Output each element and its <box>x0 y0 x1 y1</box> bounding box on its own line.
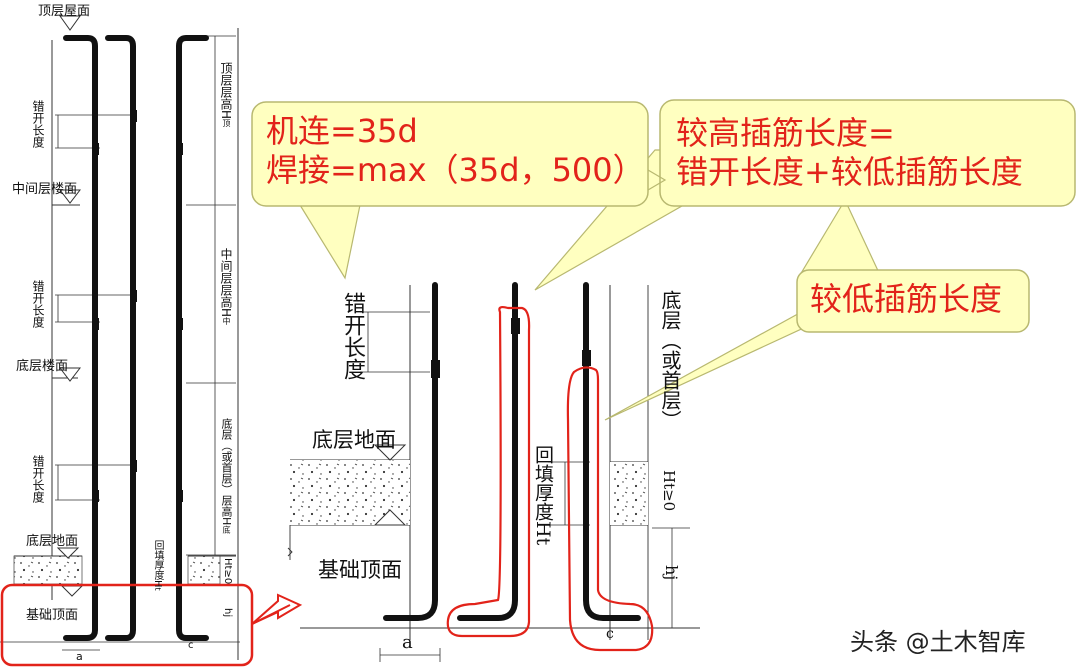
label-stagger-1: 错开长度 <box>31 100 45 148</box>
callout-left-line2: 焊接=max（35d，500） <box>266 151 645 190</box>
rebar-left-2 <box>105 35 136 641</box>
label-top-story-height-text: 顶层层高H <box>219 62 233 120</box>
label-a-right: a <box>402 632 413 653</box>
callout-left-pointer <box>298 204 361 280</box>
label-stagger-right: 错开长度 <box>340 292 365 380</box>
left-rebars <box>63 35 209 641</box>
callout-left-text: 机连=35d 焊接=max（35d，500） <box>266 112 645 190</box>
label-ground-right: 底层地面 <box>312 428 396 452</box>
callout-right-line1: 较高插筋长度= <box>676 114 895 152</box>
red-outline-lower-rebar <box>566 366 654 652</box>
label-bottom-story-right: 底层（或首层） <box>658 290 682 430</box>
callout-right-line2: 错开长度+较低插筋长度 <box>676 153 1023 192</box>
label-foundation-top-right: 基础顶面 <box>318 558 402 582</box>
highlight-frame <box>0 583 254 667</box>
label-hj: hj <box>222 608 233 618</box>
label-a: a <box>76 650 83 663</box>
callout-small-line1: 较低插筋长度 <box>810 280 1003 318</box>
label-mid-story-height-text: 中间层层高H <box>219 248 233 318</box>
label-bottom-story-sub: 底 <box>222 525 231 534</box>
callout-small-text: 较低插筋长度 <box>810 280 1002 319</box>
right-detail-drawing <box>287 285 700 662</box>
label-bottom-story-height: 底层（或首层）层高H底 <box>218 418 234 533</box>
right-rebars <box>383 282 641 621</box>
label-backfill-text: 回填厚度H <box>152 540 163 588</box>
label-top-story-sub: 顶 <box>222 119 231 128</box>
label-backfill-right: 回填厚度Ht <box>532 445 554 546</box>
label-mid-story-sub: 中 <box>222 317 231 326</box>
rebar-right-3 <box>583 282 641 621</box>
label-c-right: c <box>606 626 614 642</box>
callout-right-box <box>659 99 1076 207</box>
callout-small-box <box>796 269 1030 333</box>
label-bottom-floor: 底层楼面 <box>16 359 69 374</box>
red-arrow-stem <box>251 604 291 625</box>
label-foundation-top: 基础顶面 <box>26 608 79 623</box>
callout-right-text: 较高插筋长度= 错开长度+较低插筋长度 <box>676 114 1023 192</box>
rebar-left-3 <box>176 35 209 641</box>
callout-small-pointer <box>604 309 811 421</box>
label-hj-right: hj <box>662 565 681 581</box>
label-backfill-sub: t <box>153 587 162 591</box>
label-stagger-3: 错开长度 <box>31 455 45 503</box>
watermark: 头条 @土木智库 <box>850 628 1026 656</box>
label-top-roof: 顶层屋面 <box>38 4 91 19</box>
label-ground: 底层地面 <box>26 534 79 549</box>
label-stagger-2: 错开长度 <box>31 280 45 328</box>
label-ht: Ht≥0 <box>222 558 233 585</box>
label-backfill: 回填厚度Ht <box>150 540 165 591</box>
callout-left-line1: 机连=35d <box>266 112 418 150</box>
label-mid-story-height: 中间层层高H中 <box>218 248 235 325</box>
callout-left-box <box>251 101 649 207</box>
label-top-story-height: 顶层层高H顶 <box>218 62 235 127</box>
rebar-right-1 <box>383 282 438 621</box>
callout-right-bottom-pointer <box>798 198 881 276</box>
label-c: c <box>188 640 194 651</box>
left-elevation-drawing <box>0 15 240 660</box>
rebar-left-1 <box>63 35 98 641</box>
rebar-right-2 <box>457 282 518 621</box>
label-middle-floor: 中间层楼面 <box>12 182 78 197</box>
red-outline-higher-rebar <box>446 306 531 638</box>
label-ht-right: Ht≥0 <box>660 470 678 512</box>
label-bottom-story-height-text: 底层（或首层）层高H <box>220 418 233 526</box>
